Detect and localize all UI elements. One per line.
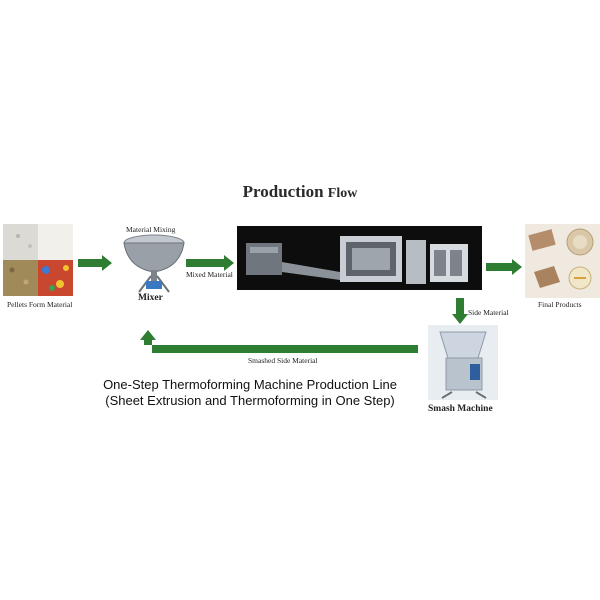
- label-smashed-side-material: Smashed Side Material: [248, 356, 318, 365]
- final-products-photo: [525, 224, 600, 298]
- arrow-to-products: [486, 259, 522, 275]
- mixer-photo: [124, 235, 184, 292]
- arrow-down-to-smash: [452, 298, 468, 324]
- arrow-return: [140, 330, 418, 353]
- caption-line-1: One-Step Thermoforming Machine Productio…: [60, 377, 440, 393]
- label-material-mixing: Material Mixing: [126, 225, 175, 234]
- caption: One-Step Thermoforming Machine Productio…: [60, 377, 440, 409]
- label-mixed-material: Mixed Material: [186, 270, 233, 279]
- pellets-photo: [3, 224, 73, 296]
- label-pellets: Pellets Form Material: [7, 300, 72, 309]
- arrow-to-mixer: [78, 255, 112, 271]
- production-line-photo: [237, 226, 482, 290]
- label-final-products: Final Products: [538, 300, 582, 309]
- arrow-to-line: [186, 255, 234, 271]
- label-side-material: Side Material: [468, 308, 509, 317]
- caption-line-2: (Sheet Extrusion and Thermoforming in On…: [60, 393, 440, 409]
- label-mixer: Mixer: [138, 293, 163, 303]
